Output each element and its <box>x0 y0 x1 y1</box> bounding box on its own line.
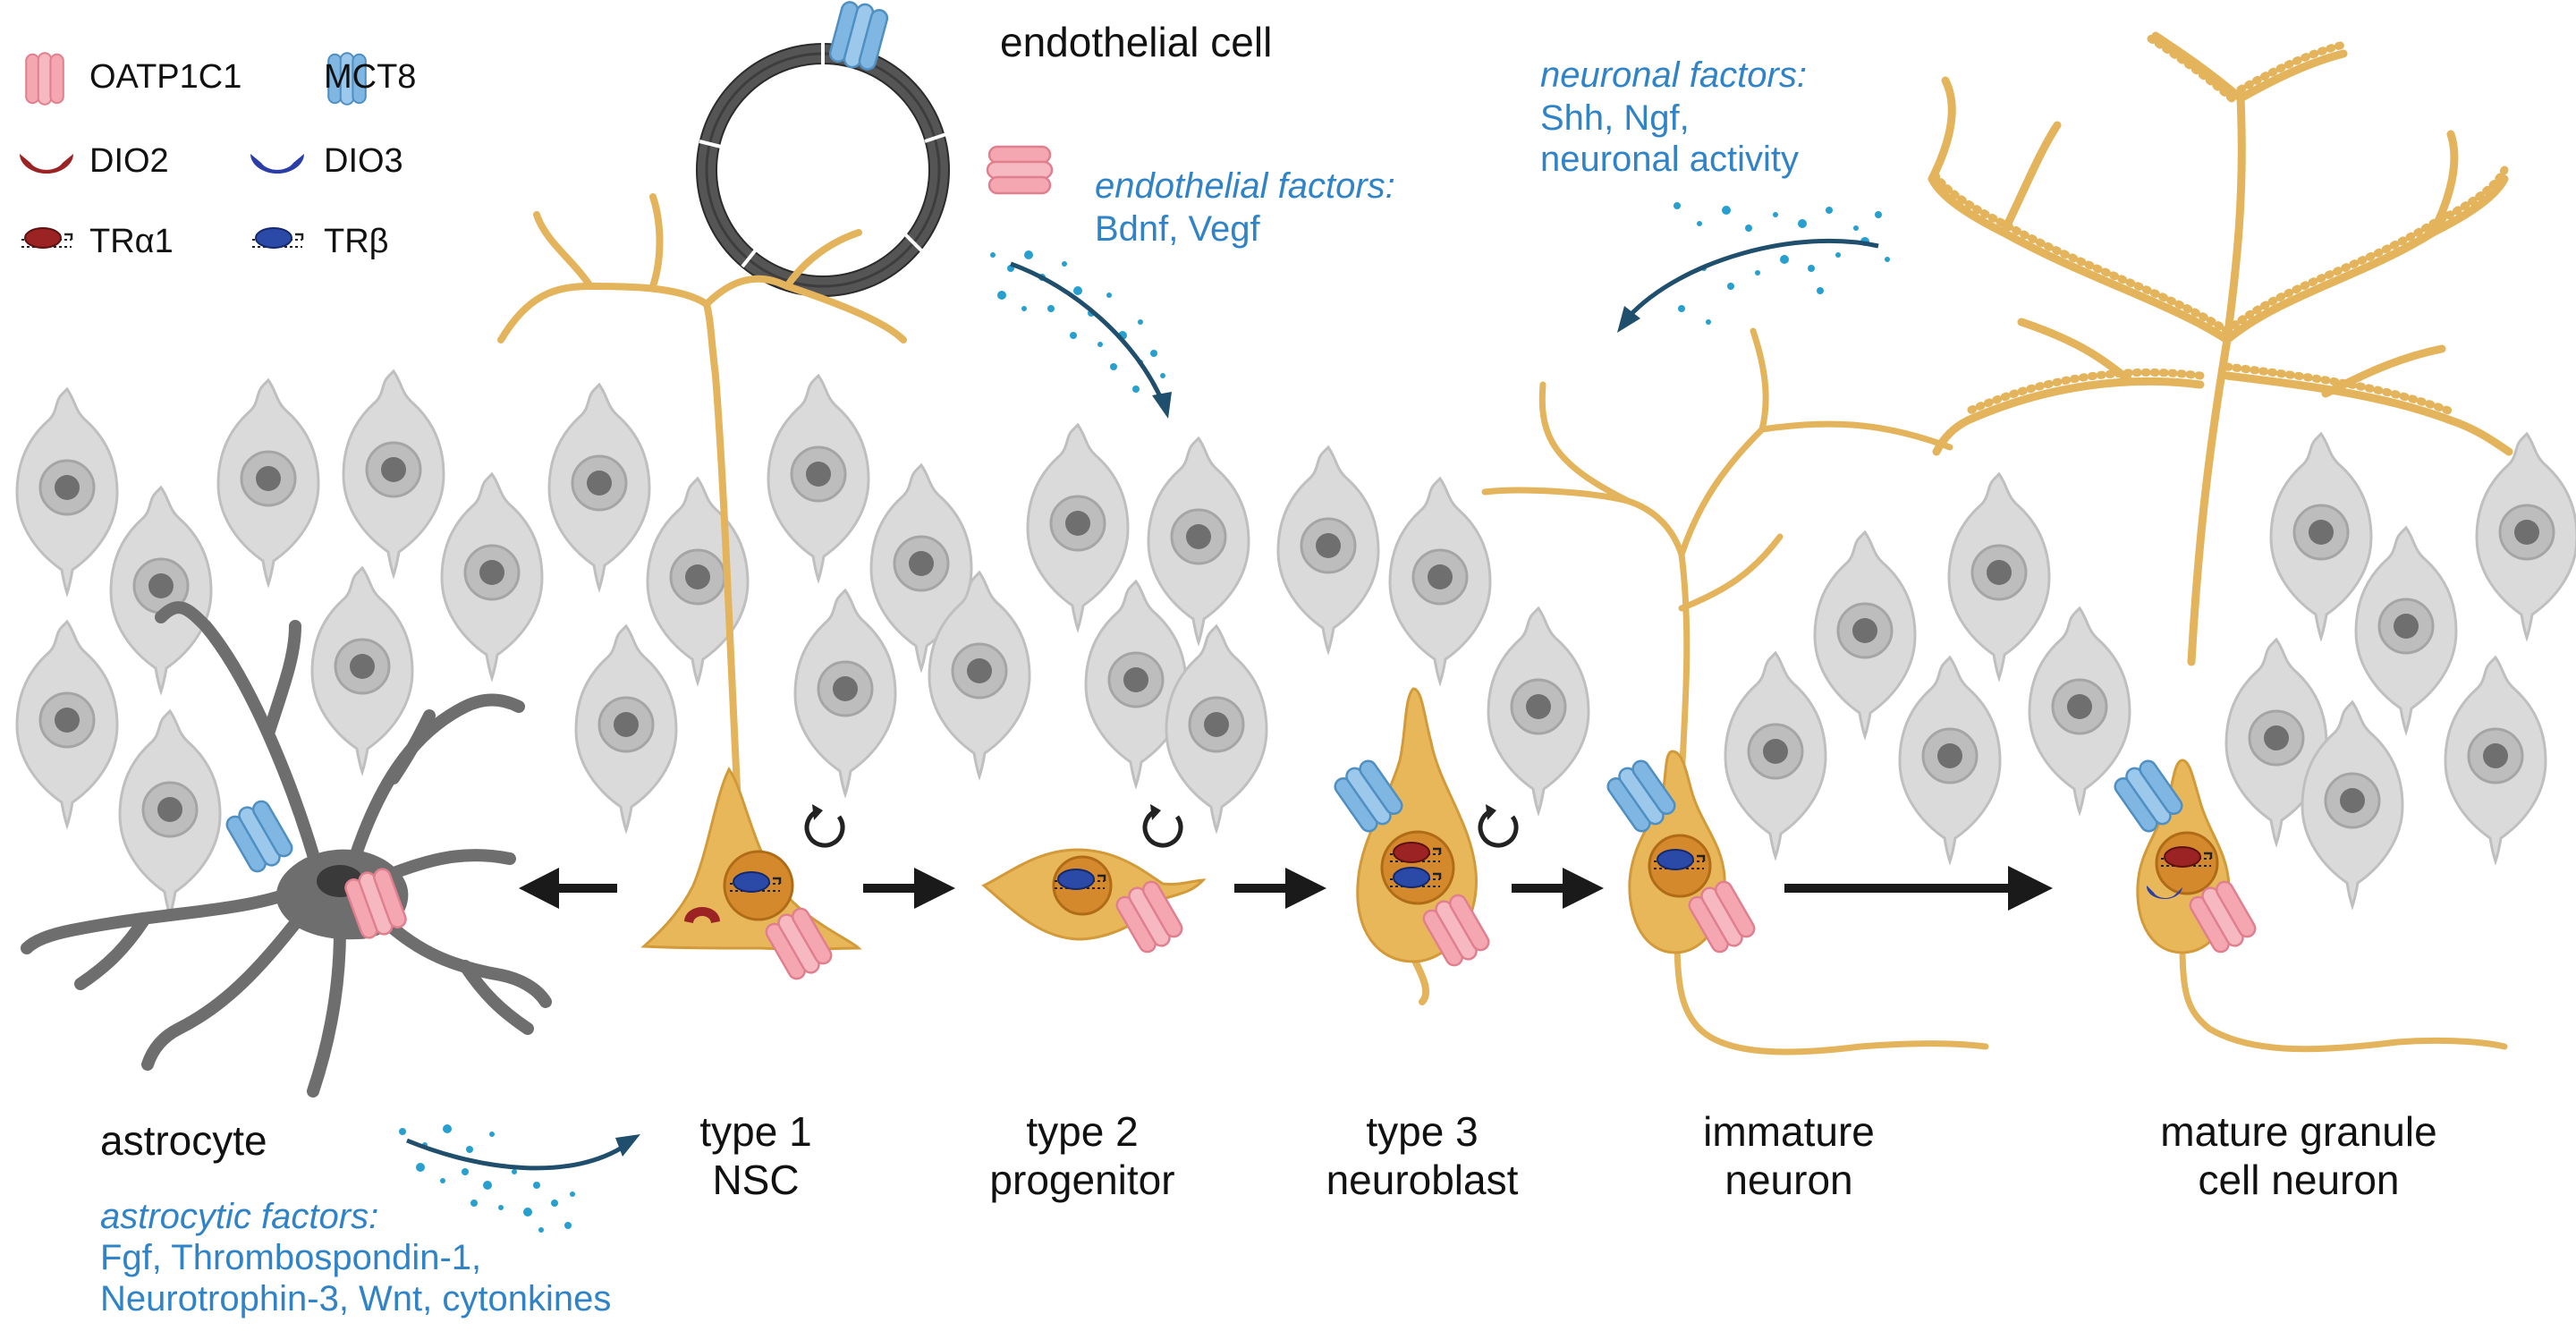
endothelial-factor-dots <box>990 250 1165 393</box>
mature-neuron-spines <box>1928 31 2509 416</box>
neuronal-factors-line-1: Shh, Ngf, <box>1540 98 1690 138</box>
legend-tra1-icon <box>20 226 73 250</box>
mature-dio3 <box>2146 886 2182 900</box>
arrow-type2-to-type3 <box>1234 868 1326 909</box>
arrow-immature-to-mature <box>1784 866 2053 911</box>
astrocytic-factors-line-2: Neurotrophin-3, Wnt, cytonkines <box>100 1279 612 1318</box>
stage-type1-line2: NSC <box>712 1157 800 1203</box>
legend-trb-icon <box>250 226 304 250</box>
type1-dio2 <box>684 907 720 923</box>
type2-self-renewal-icon <box>1145 804 1181 845</box>
legend-oatp1c1-label: OATP1C1 <box>89 58 242 96</box>
type3-neuroblast-process <box>1410 954 1430 1005</box>
astrocyte-cell <box>21 601 552 1098</box>
legend-mct8-label: MCT8 <box>324 58 417 96</box>
arrow-type3-to-immature <box>1512 868 1604 909</box>
astrocytic-factor-dots <box>399 1124 575 1233</box>
legend-oatp1c1-icon <box>25 52 64 106</box>
neuronal-factors-line-2: neuronal activity <box>1540 140 1800 179</box>
legend <box>20 52 367 250</box>
arrow-nsc-to-type2 <box>863 868 955 909</box>
stage-mature-line2: cell neuron <box>2198 1157 2400 1203</box>
legend-dio3-icon <box>250 154 304 174</box>
oatp1c1-transporter-endothelial <box>986 145 1054 195</box>
endothelial-arrowhead <box>1152 392 1172 419</box>
immature-neuron-dendrites <box>1481 327 1989 1055</box>
stage-immature-line2: neuron <box>1724 1157 1853 1203</box>
astrocytic-factors-line-1: Fgf, Thrombospondin-1, <box>100 1238 482 1277</box>
endothelial-factor-arrow <box>1010 261 1165 403</box>
stage-type2-line2: progenitor <box>989 1157 1175 1203</box>
mature-neuron-dendrites <box>1928 31 2513 666</box>
legend-tra1-label: TRα1 <box>89 223 174 260</box>
neuronal-factor-arrow <box>1626 238 1879 319</box>
legend-trb-label: TRβ <box>324 223 389 260</box>
endothelial-cell-label: endothelial cell <box>1000 19 1273 65</box>
neuronal-factor-dots <box>1674 202 1890 325</box>
astrocytic-factors-title: astrocytic factors: <box>100 1197 379 1236</box>
type3-neuroblast-body <box>1356 687 1478 963</box>
arrow-nsc-to-astrocyte <box>519 868 617 909</box>
astrocytic-arrowhead <box>615 1134 640 1157</box>
type3-self-renewal-icon <box>1480 804 1516 845</box>
stage-type3-line2: neuroblast <box>1326 1157 1519 1203</box>
stage-type1-line1: type 1 <box>699 1108 812 1155</box>
legend-dio3-label: DIO3 <box>324 142 403 180</box>
type1-self-renewal-icon <box>807 804 843 845</box>
legend-dio2-icon <box>20 154 73 174</box>
stage-mature-line1: mature granule <box>2160 1108 2437 1155</box>
neuronal-factors-title: neuronal factors: <box>1540 55 1807 95</box>
endothelial-cell <box>696 0 1054 297</box>
astrocytic-factor-arrow <box>406 1138 628 1171</box>
neuronal-arrowhead <box>1617 306 1640 333</box>
stage-type2-line1: type 2 <box>1026 1108 1139 1155</box>
type1-nsc-dendrites <box>497 193 907 809</box>
stage-type3-line1: type 3 <box>1366 1108 1479 1155</box>
endothelial-factors-line: Bdnf, Vegf <box>1095 209 1260 249</box>
mature-neuron-axon <box>2179 940 2508 1053</box>
endothelial-factors-title: endothelial factors: <box>1095 166 1395 206</box>
mct8-transporter-astrocyte <box>222 795 297 877</box>
stage-immature-line1: immature <box>1703 1108 1875 1155</box>
lineage-arrows <box>519 866 2053 911</box>
astrocyte-label: astrocyte <box>100 1117 267 1164</box>
legend-dio2-label: DIO2 <box>89 142 169 180</box>
